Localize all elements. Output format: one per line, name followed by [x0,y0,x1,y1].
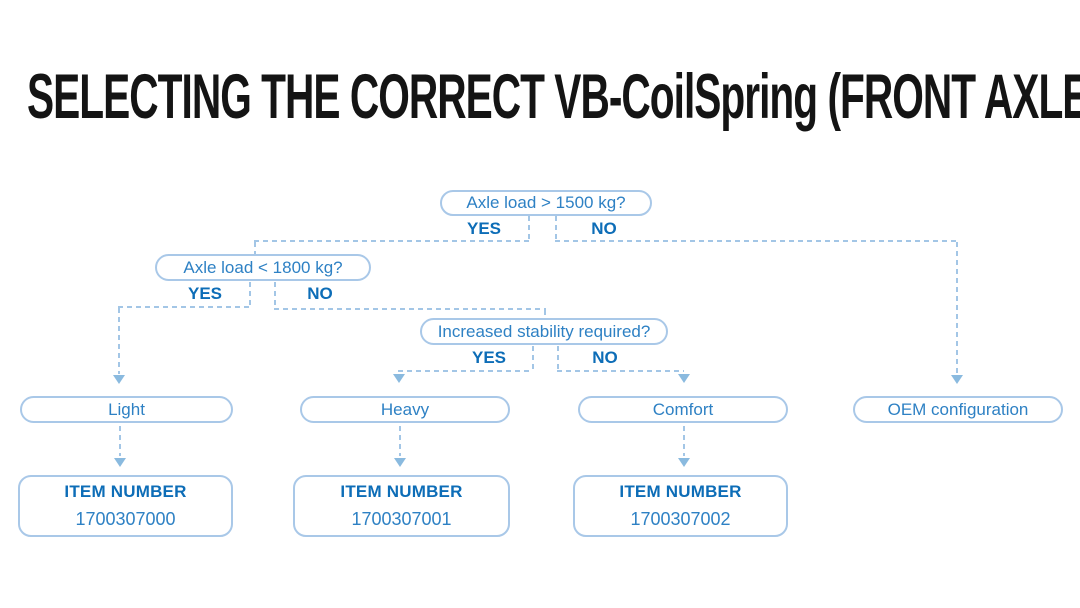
arrow-down-icon [393,374,405,383]
option-comfort: Comfort [578,396,788,423]
connector-d1-yes-stub [528,216,530,242]
connector-heavy-item [399,426,401,456]
option-light: Light [20,396,233,423]
item-box-light-heading: ITEM NUMBER [64,482,187,501]
arrow-down-icon [113,375,125,384]
connector-d1-yes-horizontal [254,240,530,242]
connector-d3-no-stub [557,346,559,371]
connector-d1-no-horizontal [555,240,958,242]
item-box-comfort-heading: ITEM NUMBER [619,482,742,501]
decision-axle-load-1800-yes-label: YES [187,284,223,303]
connector-d2-no-stub [274,282,276,308]
connector-d1-no-stub [555,216,557,242]
option-oem-configuration-label: OEM configuration [887,399,1029,419]
connector-d2-no-drop [544,310,546,318]
option-oem-configuration: OEM configuration [853,396,1063,423]
item-box-comfort: ITEM NUMBER 1700307002 [573,475,788,537]
arrow-down-icon [114,458,126,467]
arrow-down-icon [678,374,690,383]
decision-stability-label: Increased stability required? [437,321,651,341]
page-title-text: SELECTING THE CORRECT VB-CoilSpring (FRO… [27,62,1080,132]
connector-d2-no-horizontal [274,308,546,310]
item-box-heavy-number: 1700307001 [351,509,452,529]
decision-axle-load-1500-no-label: NO [591,219,617,238]
decision-axle-load-1500-label: Axle load > 1500 kg? [466,193,626,212]
connector-comfort-item [683,426,685,456]
connector-d3-no-horizontal [557,370,684,372]
item-box-light: ITEM NUMBER 1700307000 [18,475,233,537]
decision-axle-load-1800-no-label: NO [307,284,333,303]
connector-d1-no-drop [956,242,958,374]
connector-d1-yes-drop [254,242,256,254]
page-title: SELECTING THE CORRECT VB-CoilSpring (FRO… [27,66,1080,129]
item-box-light-number: 1700307000 [75,509,176,529]
arrow-down-icon [394,458,406,467]
arrow-down-icon [678,458,690,467]
decision-axle-load-1800: Axle load < 1800 kg? [155,254,371,281]
arrow-down-icon [951,375,963,384]
decision-stability-yes-label: YES [471,348,507,367]
option-light-label: Light [108,399,145,419]
decision-stability-no-label: NO [592,348,618,367]
item-box-heavy-heading: ITEM NUMBER [340,482,463,501]
connector-d2-yes-horizontal [118,306,250,308]
option-heavy-label: Heavy [380,399,430,419]
item-box-heavy: ITEM NUMBER 1700307001 [293,475,510,537]
option-heavy: Heavy [300,396,510,423]
decision-axle-load-1800-label: Axle load < 1800 kg? [183,257,343,277]
item-box-comfort-number: 1700307002 [630,509,731,529]
connector-d3-yes-stub [532,346,534,371]
connector-d2-yes-stub [249,282,251,307]
connector-d3-yes-horizontal [398,370,533,372]
decision-stability: Increased stability required? [420,318,668,345]
connector-light-item [119,426,121,456]
option-comfort-label: Comfort [652,399,714,419]
decision-axle-load-1500: Axle load > 1500 kg? [440,190,652,216]
decision-axle-load-1500-yes-label: YES [466,219,502,238]
connector-d2-yes-drop [118,308,120,374]
